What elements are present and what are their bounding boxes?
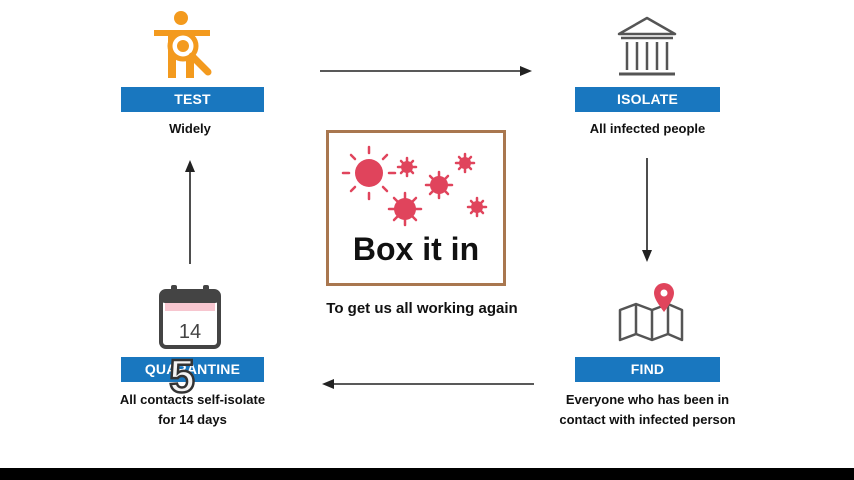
quarantine-description-line-2: for 14 days [158,412,227,427]
quarantine-label: QUARANTINE [121,357,264,382]
slide: TEST Widely ISOLATE All infected people … [0,0,854,468]
find-label: FIND [575,357,720,382]
find-description-line-1: Everyone who has been in [565,392,730,407]
box-it-in-panel: Box it in [326,130,506,286]
test-label: TEST [121,87,264,112]
calendar-day-number: 14 [179,321,201,343]
person-magnifier-icon [154,11,212,78]
arrow-left [322,379,534,389]
arrow-right [320,66,532,76]
arrow-down [642,158,652,262]
isolate-description: All infected people [589,121,706,136]
center-title: Box it in [352,231,480,267]
center-subtitle: To get us all working again [326,300,518,317]
virus-cluster-icon [341,145,488,227]
isolate-label: ISOLATE [575,87,720,112]
find-description: Everyone who has been in contact with in… [530,390,765,430]
find-description-line-2: contact with infected person [559,412,736,427]
svg-text:5: 5 [169,352,195,396]
quarantine-description: All contacts self-isolate for 14 days [90,390,295,430]
test-description: Widely [169,121,211,136]
calendar-icon: 14 [159,285,221,349]
arrow-up [185,160,195,264]
channel-logo: 5 [168,352,196,396]
map-pin-icon [618,283,684,342]
building-icon [617,16,677,76]
quarantine-description-line-1: All contacts self-isolate [119,392,266,407]
